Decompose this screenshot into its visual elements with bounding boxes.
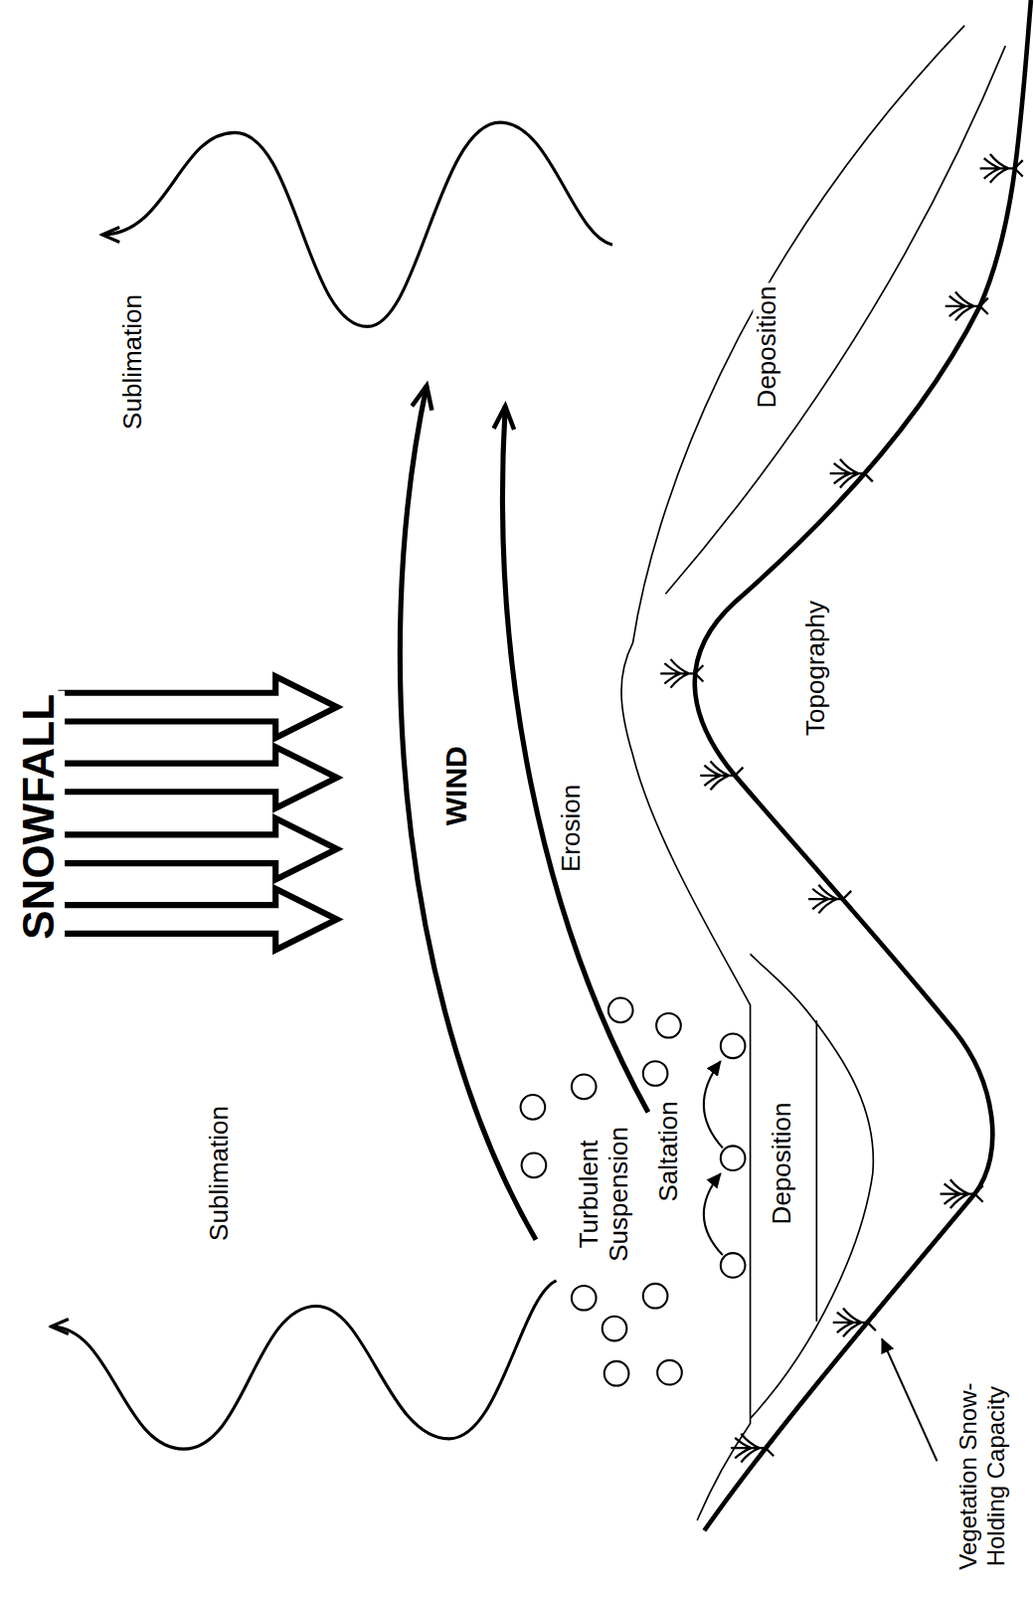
snow-layers — [816, 1020, 819, 1322]
vegetation-tufts — [808, 884, 852, 914]
vegetation-label: Vegetation Snow-Holding Capacity — [954, 1357, 1010, 1595]
snow-particles — [720, 1252, 746, 1278]
snowfall-label: SNOWFALL — [13, 689, 65, 942]
vegetation-tufts — [940, 1179, 984, 1208]
suspension-label: Turbulent Suspension — [574, 1113, 635, 1274]
snow-particles — [571, 1074, 597, 1100]
snow-particles — [520, 998, 746, 1386]
wind-arrows — [503, 405, 649, 1112]
sublimation-arrows — [102, 122, 613, 327]
vegetation-tufts — [660, 659, 703, 689]
vegetation-tufts — [699, 761, 743, 791]
vegetation-tufts — [833, 1308, 876, 1338]
leader-line — [881, 1338, 937, 1461]
vegetation-tufts — [830, 459, 873, 489]
saltation-hops — [703, 1060, 723, 1148]
sublimation-arrows — [50, 1280, 556, 1449]
snow-particles — [521, 1153, 547, 1179]
snowfall-arrows — [61, 676, 338, 738]
sublimation-arrows — [50, 122, 613, 1449]
snow-layers — [665, 45, 1006, 594]
sublimation-label: Sublimation — [118, 291, 149, 433]
deposition-label: Deposition — [752, 282, 783, 411]
vegetation-tufts — [730, 1433, 774, 1463]
snow-particles — [643, 1283, 669, 1309]
deposition-label: Deposition — [767, 1098, 798, 1227]
wind-label: WIND — [439, 742, 475, 829]
vegetation-tufts — [945, 291, 989, 321]
snow-particles — [720, 1033, 746, 1058]
snow-particles — [657, 1360, 683, 1385]
snow-particles — [520, 1094, 546, 1120]
snow-particles — [720, 1145, 746, 1171]
snow-particles — [608, 998, 634, 1024]
snow-layers — [621, 25, 965, 1521]
topography-label: Topography — [801, 597, 832, 739]
snowfall-arrows — [61, 818, 338, 880]
wind-arrows — [399, 385, 649, 1240]
snow-layers — [621, 25, 1006, 1521]
saltation-hops — [703, 1060, 723, 1255]
sublimation-label: Sublimation — [204, 1102, 235, 1244]
snow-particles — [604, 1361, 630, 1386]
snow-particles — [643, 1060, 669, 1086]
snowfall-arrows — [61, 676, 338, 950]
snow-layers — [750, 953, 874, 1418]
snow-particles — [656, 1013, 682, 1038]
saltation-hops — [703, 1173, 723, 1255]
vegetation-tufts — [660, 154, 1023, 1463]
snow-particles — [571, 1285, 597, 1311]
erosion-label: Erosion — [556, 781, 587, 875]
snow-particles — [602, 1316, 628, 1342]
snowfall-arrows — [61, 888, 338, 951]
snowfall-arrows — [61, 746, 338, 809]
ground-line — [694, 0, 1032, 1531]
saltation-label: Saltation — [654, 1097, 685, 1205]
wind-arrows — [399, 385, 536, 1240]
vegetation-tufts — [980, 154, 1024, 183]
